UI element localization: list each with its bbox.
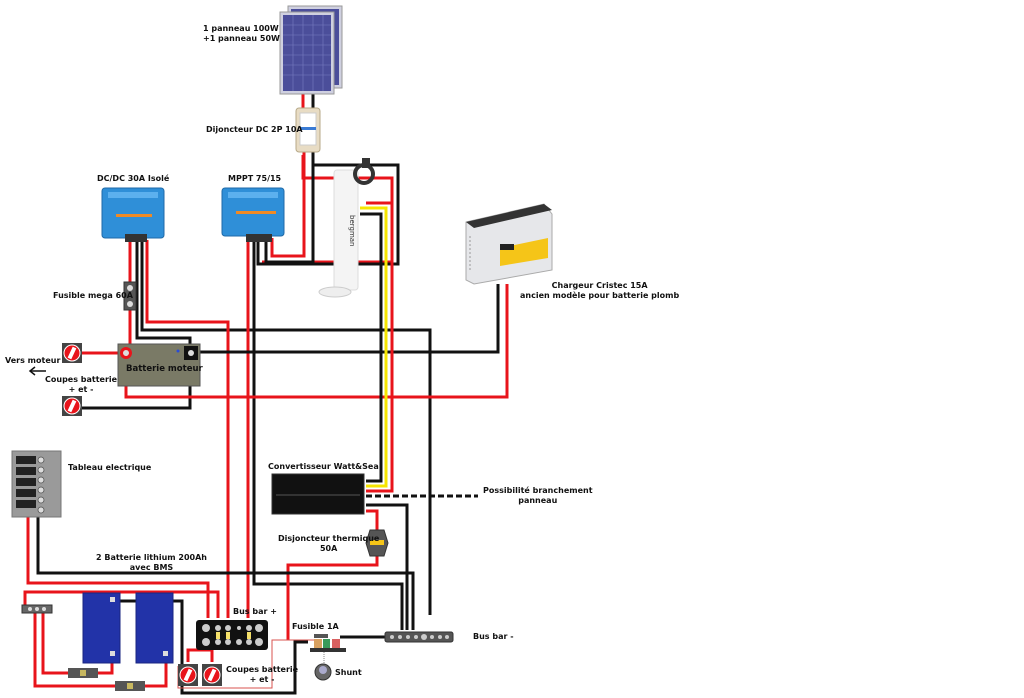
wire-dcdc-neg2 [140, 240, 432, 615]
wire-conv-pos [366, 509, 379, 530]
engine-battery [117, 343, 201, 387]
wire-dcdc-out-pos [145, 240, 230, 618]
hydro-generator: bergman [318, 158, 375, 298]
dcdc-converter [101, 187, 165, 242]
label-thermal-line1: Disjoncteur thermique [278, 534, 380, 543]
label-to-engine: Vers moteur [5, 356, 61, 365]
label-lithium: 2 Batterie lithium 200Ah avec BMS [96, 553, 207, 573]
label-engine-battery: Batterie moteur [126, 364, 203, 374]
wire-mppt-pv-pos [270, 150, 306, 258]
busbar-positive [196, 620, 268, 650]
wire-lith-bus-link [23, 590, 220, 618]
label-panel-option-line2: panneau [518, 496, 558, 505]
label-dc-breaker: Dijoncteur DC 2P 10A [206, 125, 303, 134]
label-shunt: Shunt [335, 668, 362, 677]
label-busbar-neg: Bus bar - [473, 632, 514, 641]
label-converter: Convertisseur Watt&Sea [268, 462, 379, 471]
mppt-controller [221, 187, 285, 242]
inline-fuse-1[interactable] [68, 668, 98, 678]
label-panel: Tableau electrique [68, 463, 152, 472]
label-switches-top-line1: Coupes batterie [45, 375, 118, 384]
wire-engine-neg-charger [198, 284, 500, 354]
label-switches-bottom: Coupes batterie + et - [226, 665, 298, 685]
wire-gen-yellow [360, 206, 388, 488]
wire-panel-neg [36, 516, 415, 630]
label-fuse-1a: Fusible 1A [292, 622, 339, 631]
wire-gen-red [366, 201, 394, 493]
arrow-left-icon [28, 366, 46, 376]
wire-breaker50-busbar [286, 556, 379, 640]
label-thermal-breaker: Disjoncteur thermique 50A [278, 534, 379, 554]
lithium-link-bar [21, 604, 53, 614]
mega-fuse-60a[interactable] [123, 281, 137, 311]
label-thermal-line2: 50A [319, 544, 338, 553]
label-panel-option-line1: Possibilité branchement [483, 486, 593, 495]
label-panel-option: Possibilité branchement panneau [483, 486, 593, 506]
label-switches-top-line2: + et - [68, 385, 94, 394]
dc-breaker-2p-10a[interactable] [295, 107, 321, 153]
wire-mppt-bat-neg [252, 238, 404, 630]
thermal-breaker-50a[interactable] [365, 529, 389, 557]
wire-lith-b [33, 612, 168, 688]
engine-switch-pos[interactable] [62, 343, 82, 363]
label-switches-bottom-line2: + et - [249, 675, 275, 684]
lithium-switch-2[interactable] [202, 664, 222, 686]
wire-panel-pos [26, 516, 210, 618]
solar-panels [279, 5, 343, 95]
wire-conv-neg [366, 503, 409, 630]
lithium-battery-1 [82, 592, 121, 664]
label-dcdc: DC/DC 30A Isolé [97, 174, 170, 183]
wattsea-converter [271, 473, 365, 515]
label-mega-fuse: Fusible mega 60A [53, 291, 133, 300]
wire-dcdc-neg1 [135, 240, 192, 350]
label-solar-line2: +1 panneau 50W [203, 34, 280, 43]
wind-brand-text: bergman [348, 215, 356, 247]
wire-mppt-pv-neg [264, 150, 315, 264]
lithium-battery-2 [135, 592, 174, 664]
fuse-1a[interactable] [314, 634, 328, 638]
engine-switch-neg[interactable] [62, 396, 82, 416]
lithium-switch-1[interactable] [178, 664, 198, 686]
label-charger-line1: Chargeur Cristec 15A [551, 281, 648, 290]
cristec-charger [465, 203, 553, 285]
label-solar-line1: 1 panneau 100W [203, 24, 279, 33]
label-charger-line2: ancien modèle pour batterie plomb [520, 291, 680, 300]
inline-fuse-2[interactable] [115, 681, 145, 691]
label-charger: Chargeur Cristec 15A ancien modèle pour … [520, 281, 679, 301]
busbar-negative [384, 631, 454, 643]
label-lithium-line1: 2 Batterie lithium 200Ah [96, 553, 207, 562]
label-switches-top: Coupes batterie + et - [45, 375, 117, 395]
label-mppt: MPPT 75/15 [228, 174, 282, 183]
label-switches-bottom-line1: Coupes batterie [226, 665, 299, 674]
label-solar-panels: 1 panneau 100W +1 panneau 50W [203, 24, 280, 44]
label-busbar-pos: Bus bar + [233, 607, 277, 616]
wire-gen-black [360, 212, 383, 483]
label-lithium-line2: avec BMS [129, 563, 174, 572]
electrical-panel [11, 450, 62, 518]
shunt [310, 639, 346, 681]
wires [23, 92, 509, 695]
